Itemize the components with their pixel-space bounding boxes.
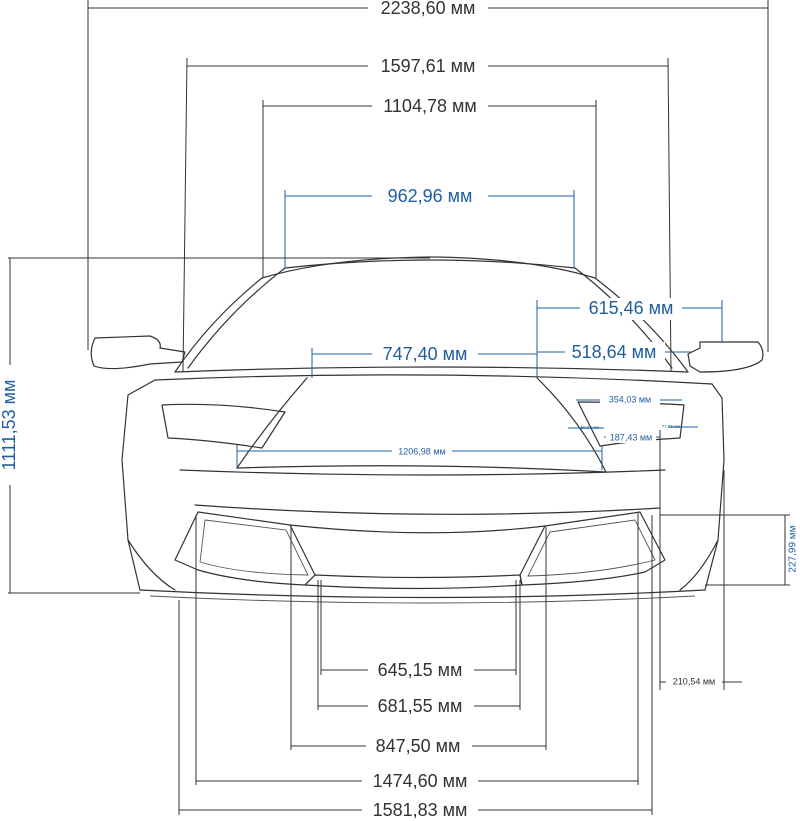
label-width-with-mirrors: 2238,60 мм (381, 0, 476, 18)
hood-front-edge (236, 465, 607, 473)
front-splitter-edge (149, 595, 696, 604)
label-track-front: 1474,60 мм (373, 771, 468, 791)
left-fender (121, 379, 156, 591)
label-mirror-span: 615,46 мм (589, 298, 674, 318)
left-mirror (90, 335, 186, 370)
label-light-small-a: 59,93 мм (581, 425, 600, 430)
windshield-right-pillar (594, 277, 689, 373)
windshield-base (174, 366, 689, 373)
label-roof-width: 962,96 мм (388, 186, 473, 206)
left-side-sill (127, 539, 176, 591)
label-track-upper: 1597,61 мм (381, 56, 476, 76)
right-air-intake (519, 511, 666, 586)
label-mirror-inner: 518,64 мм (572, 342, 657, 362)
bumper-middle-line (194, 504, 661, 515)
windshield-left-pillar (174, 277, 263, 373)
extension-lines (8, 0, 790, 815)
hood-outline (154, 374, 713, 385)
left-headlight (161, 403, 286, 449)
bumper-upper-line (179, 469, 666, 476)
hood-right-crease (536, 377, 607, 473)
label-hood-front: 1206,98 мм (398, 446, 445, 456)
label-light-width: 354,03 мм (609, 394, 651, 404)
front-splitter (139, 589, 706, 599)
right-side-sill (679, 539, 719, 591)
right-intake-inner (527, 519, 656, 577)
center-lower-intake (304, 574, 523, 590)
right-fender (704, 383, 725, 591)
label-overall-height: 1111,53 мм (0, 380, 19, 471)
hood-left-crease (236, 377, 308, 469)
label-ground-clearance: 227,99 мм (788, 525, 799, 572)
label-body-width: 1581,83 мм (373, 800, 468, 820)
label-intake-mid: 681,55 мм (378, 696, 463, 716)
car-outline (90, 256, 764, 604)
label-hood-width: 747,40 мм (383, 344, 468, 364)
label-side-offset: 210,54 мм (673, 676, 715, 686)
windshield-left-pillar-inner (187, 267, 286, 369)
label-intake-outer: 847,50 мм (376, 736, 461, 756)
right-mirror (687, 341, 764, 373)
label-roof-upper: 1104,78 мм (383, 96, 476, 116)
label-light-mid: 187,43 мм (610, 432, 652, 442)
bumper-central-band (289, 524, 546, 534)
label-light-small-b: 77,76 мм (662, 424, 681, 429)
label-intake-inner: 645,15 мм (378, 660, 463, 680)
left-intake-inner (199, 519, 309, 576)
windshield-outer-line (261, 256, 596, 279)
